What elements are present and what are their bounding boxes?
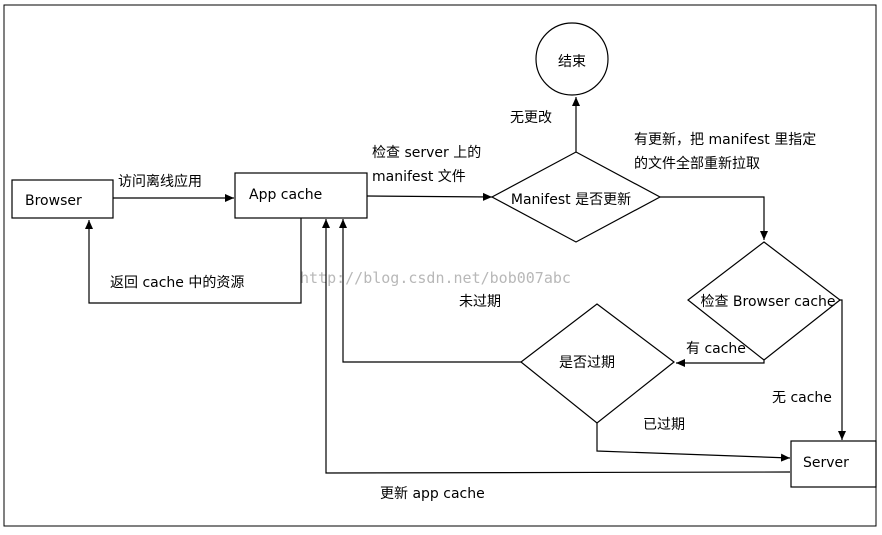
label-has-update-2: 的文件全部重新拉取 xyxy=(634,155,760,172)
watermark: http://blog.csdn.net/bob007abc xyxy=(300,269,571,287)
node-browser-cache-check-label: 检查 Browser cache xyxy=(700,294,835,310)
node-app-cache-label: App cache xyxy=(249,187,322,203)
edge-browsercache-to-server xyxy=(838,299,846,440)
label-check-server-2: manifest 文件 xyxy=(372,169,466,185)
node-server: Server xyxy=(790,440,877,488)
edge-appcache-to-manifest xyxy=(366,192,493,201)
label-visit-offline: 访问离线应用 xyxy=(118,173,202,190)
node-browser-cache-check: 检查 Browser cache xyxy=(687,241,841,361)
label-no-change: 无更改 xyxy=(510,110,552,126)
node-app-cache: App cache xyxy=(234,172,368,219)
edge-appcache-to-browser xyxy=(85,218,302,304)
edge-expired-to-appcache xyxy=(339,219,522,363)
edge-manifest-to-browsercache xyxy=(660,196,768,240)
edge-browsercache-to-expired xyxy=(676,359,765,367)
node-server-label: Server xyxy=(803,455,849,471)
node-expired-check: 是否过期 xyxy=(520,303,675,424)
node-end-label: 结束 xyxy=(558,54,586,70)
node-browser-label: Browser xyxy=(25,193,82,209)
node-browser: Browser xyxy=(11,179,114,219)
label-check-server-1: 检查 server 上的 xyxy=(372,145,481,161)
node-expired-check-label: 是否过期 xyxy=(559,355,615,371)
label-no-cache: 无 cache xyxy=(772,390,832,406)
label-not-expired: 未过期 xyxy=(459,294,501,310)
edge-server-to-appcache xyxy=(322,219,791,474)
node-manifest-check: Manifest 是否更新 xyxy=(490,151,662,243)
label-has-cache: 有 cache xyxy=(686,341,746,357)
node-manifest-check-label: Manifest 是否更新 xyxy=(511,192,631,208)
diagram-frame xyxy=(3,4,877,527)
label-return-cache: 返回 cache 中的资源 xyxy=(110,275,244,291)
label-expired: 已过期 xyxy=(643,417,685,433)
node-end: 结束 xyxy=(535,22,609,96)
label-has-update-1: 有更新，把 manifest 里指定 xyxy=(634,132,816,148)
label-update-app-cache: 更新 app cache xyxy=(380,486,485,502)
edge-expired-to-server xyxy=(596,423,791,462)
